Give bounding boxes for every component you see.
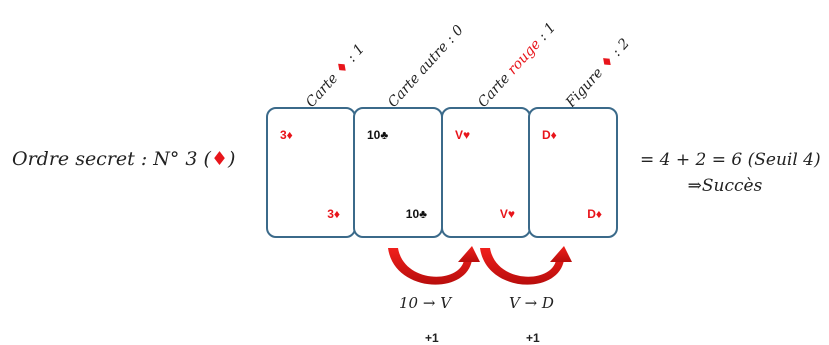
transition-label: V → D — [509, 294, 554, 312]
secret-order-suit: ♦ — [210, 148, 229, 170]
header-carte-autre: Carte autre : 0 — [385, 22, 467, 110]
card-rank-bottom: 3♦ — [327, 207, 340, 221]
result-block: = 4 + 2 = 6 (Seuil 4) ⇒Succès — [640, 150, 821, 196]
secret-order-label: Ordre secret : N° 3 (♦) — [12, 148, 235, 170]
result-equation: = 4 + 2 = 6 (Seuil 4) — [640, 150, 821, 170]
card-rank-bottom: V♥ — [499, 207, 515, 221]
transition-arrows — [388, 246, 572, 285]
card-v-hearts: V♥ V♥ — [441, 107, 531, 238]
card-rank-top: D♦ — [542, 128, 557, 142]
curved-arrow-icon — [480, 246, 572, 285]
header-carte-diamond: Carte ♦ : 1 — [303, 41, 368, 111]
curved-arrow-icon — [388, 246, 480, 285]
bonus-label: +1 — [425, 331, 439, 345]
bonus-label: +1 — [526, 331, 540, 345]
header-text: Carte — [303, 67, 345, 111]
secret-order-prefix: Ordre secret : N° 3 ( — [12, 148, 211, 170]
card-rank-bottom: 10♣ — [405, 207, 427, 221]
header-text: Figure — [563, 61, 610, 111]
card-d-diamonds: D♦ D♦ — [528, 107, 618, 238]
card-10-clubs: 10♣ 10♣ — [353, 107, 443, 238]
header-carte-rouge: Carte rouge : 1 — [475, 20, 559, 111]
header-figure-diamond: Figure ♦ : 2 — [563, 36, 633, 111]
card-3-diamonds: 3♦ 3♦ — [266, 107, 356, 238]
card-rank-top: 3♦ — [280, 128, 293, 142]
card-rank-bottom: D♦ — [587, 207, 602, 221]
card-rank-top: V♥ — [455, 128, 471, 142]
secret-order-suffix: ) — [228, 148, 236, 170]
result-success: ⇒Succès — [687, 176, 763, 196]
transition-label: 10 → V — [399, 294, 452, 312]
card-rank-top: 10♣ — [367, 128, 389, 142]
header-text: Carte — [475, 67, 517, 111]
header-text: Carte autre : 0 — [385, 22, 467, 111]
